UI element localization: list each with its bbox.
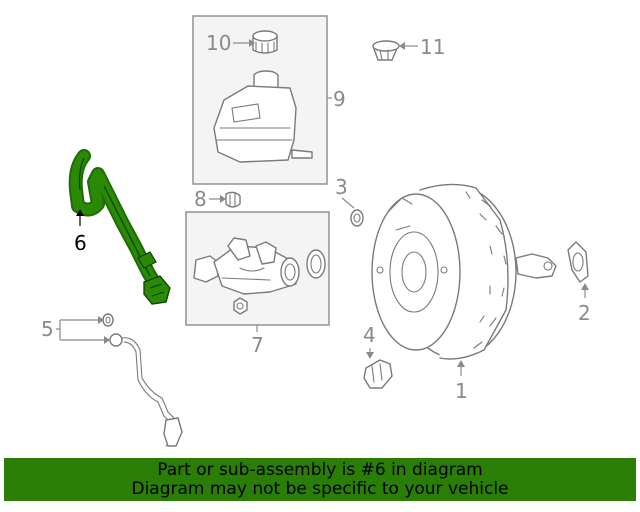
reservoir-cap-part[interactable] [252,30,278,54]
booster-seal-part[interactable] [350,209,364,227]
callout-6: 6 [74,231,87,255]
callout-3: 3 [335,175,348,199]
seal-part[interactable] [225,191,241,208]
brake-booster-part[interactable] [371,183,557,360]
o-ring-part[interactable] [306,249,326,279]
callout-5: 5 [41,317,54,341]
arrow-icon [366,352,374,359]
arrow-icon [399,42,405,50]
arrow-icon [457,360,465,367]
vacuum-line-part[interactable] [109,333,183,447]
master-cylinder-part[interactable] [193,237,300,295]
grommet-small-part[interactable] [102,313,114,327]
arrow-icon [104,336,110,344]
brake-fluid-reservoir-part[interactable] [213,70,313,163]
callout-1: 1 [455,379,468,403]
arrow-icon [76,209,84,216]
arrow-icon [220,195,226,203]
callout-7: 7 [251,333,264,357]
fitment-notice-banner: Part or sub-assembly is #6 in diagram Di… [4,458,636,501]
callout-4: 4 [363,323,376,347]
callout-11: 11 [420,35,445,59]
banner-line-1: Part or sub-assembly is #6 in diagram [157,460,483,480]
vacuum-hose-part-highlighted[interactable] [68,149,171,305]
arrow-icon [249,39,255,47]
vacuum-sensor-part[interactable] [363,359,393,389]
callout-8: 8 [194,187,207,211]
callout-2: 2 [578,301,591,325]
nut-part[interactable] [233,297,248,315]
arrow-icon [98,316,104,324]
grommet-part[interactable] [372,40,400,61]
callout-10: 10 [206,31,231,55]
banner-line-2: Diagram may not be specific to your vehi… [131,479,509,499]
booster-gasket-part[interactable] [567,241,589,283]
callout-9: 9 [333,87,346,111]
arrow-icon [581,283,589,290]
